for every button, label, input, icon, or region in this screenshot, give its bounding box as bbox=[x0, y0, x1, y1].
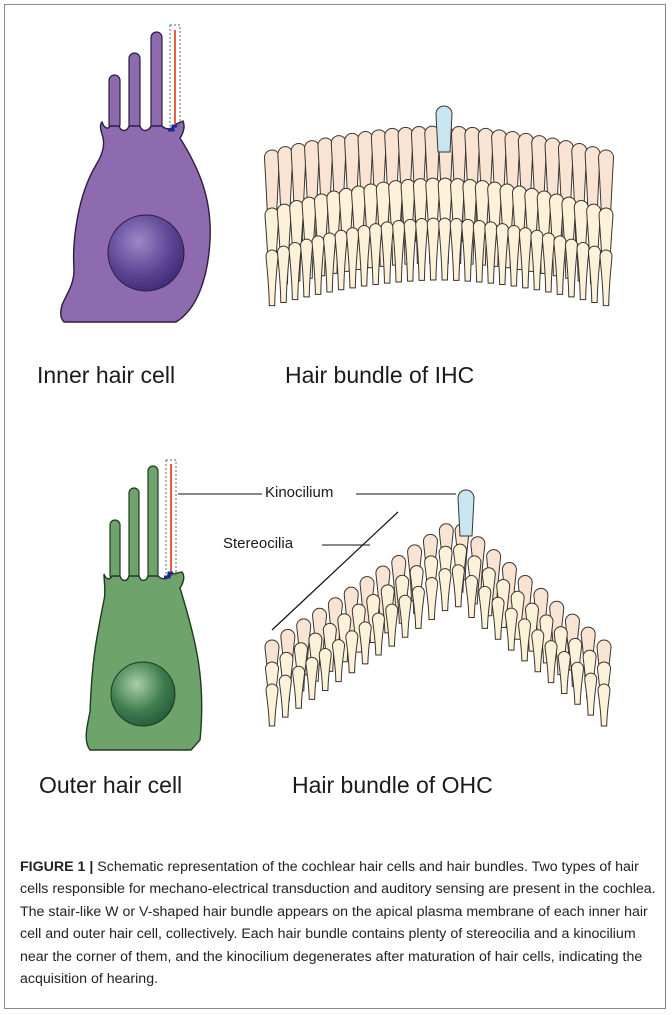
ohc-stereocilium bbox=[110, 520, 120, 580]
stereocilium bbox=[347, 228, 359, 288]
figure-caption: FIGURE 1 | Schematic representation of t… bbox=[20, 856, 660, 990]
ohc-hair-bundle-drawing bbox=[265, 490, 611, 726]
stereocilium bbox=[404, 219, 416, 281]
stereocilium bbox=[279, 675, 291, 717]
stereocilium bbox=[319, 649, 331, 691]
stereocilium bbox=[266, 684, 278, 726]
stereocilium bbox=[496, 224, 508, 285]
stereocilia-callout: Stereocilia bbox=[223, 535, 293, 552]
stereocilium bbox=[588, 246, 600, 302]
stereocilium bbox=[565, 239, 577, 297]
stereocilium bbox=[381, 222, 393, 283]
stereocilium bbox=[416, 219, 428, 281]
ihc-stereocilium bbox=[109, 75, 120, 130]
stereocilium bbox=[358, 226, 370, 286]
stereocilium bbox=[572, 662, 584, 704]
ohc-stereocilium bbox=[148, 466, 158, 580]
stereocilium bbox=[335, 230, 347, 290]
stereocilium bbox=[266, 250, 278, 306]
stereocilium bbox=[289, 242, 301, 299]
stereocilium bbox=[452, 565, 464, 607]
stereocilium bbox=[386, 604, 398, 646]
stereocilium bbox=[542, 233, 554, 292]
stereocilium bbox=[450, 219, 462, 281]
stereocilium bbox=[439, 218, 451, 280]
ihc-stereocilium bbox=[129, 53, 140, 130]
stereocilium bbox=[324, 233, 336, 292]
stereocilium bbox=[359, 622, 371, 664]
stereocilium bbox=[312, 236, 324, 294]
stereocilium bbox=[532, 630, 544, 672]
stereocilium bbox=[278, 246, 290, 302]
stereocilium bbox=[372, 613, 384, 655]
stereocilium bbox=[466, 576, 478, 618]
ihc-stereocilium bbox=[151, 32, 162, 130]
stereocilium bbox=[485, 222, 497, 283]
kinocilium-callout: Kinocilium bbox=[265, 484, 333, 501]
stereocilium bbox=[473, 220, 485, 282]
outer-hair-cell-drawing bbox=[86, 460, 202, 750]
stereocilium bbox=[306, 657, 318, 699]
ohc-stereocilium bbox=[129, 488, 139, 580]
caption-text: Schematic representation of the cochlear… bbox=[20, 859, 656, 987]
stereocilium bbox=[577, 242, 589, 299]
ihc-nucleus bbox=[108, 215, 184, 291]
stereocilium bbox=[558, 651, 570, 693]
stereocilium bbox=[545, 641, 557, 683]
stereocilium bbox=[531, 230, 543, 290]
ihc-bundle-label: Hair bundle of IHC bbox=[285, 362, 474, 389]
ohc-nucleus bbox=[111, 662, 175, 726]
ohc-bundle-label: Hair bundle of OHC bbox=[292, 772, 493, 799]
ihc-kinocilium bbox=[436, 106, 452, 152]
stereocilium bbox=[399, 595, 411, 637]
ihc-cell-label: Inner hair cell bbox=[37, 362, 175, 389]
stereocilium bbox=[600, 250, 612, 306]
stereocilium bbox=[293, 666, 305, 708]
stereocilium bbox=[439, 569, 451, 611]
stereocilium bbox=[519, 619, 531, 661]
ihc-hair-bundle-drawing bbox=[265, 106, 614, 306]
stereocilium bbox=[505, 608, 517, 650]
figure-label: FIGURE 1 | bbox=[20, 859, 93, 875]
stereocilium bbox=[412, 586, 424, 628]
stereocilium bbox=[598, 684, 610, 726]
stereocilium bbox=[346, 631, 358, 673]
stereocilium bbox=[427, 218, 439, 280]
stereocilium bbox=[585, 673, 597, 715]
stereocilium bbox=[462, 219, 474, 281]
stereocilium bbox=[492, 597, 504, 639]
stereocilium bbox=[370, 224, 382, 285]
stereocilium bbox=[554, 236, 566, 294]
stereocilium bbox=[393, 220, 405, 282]
stereocilium bbox=[479, 586, 491, 628]
stereocilium bbox=[508, 226, 520, 286]
stereocilium bbox=[333, 640, 345, 682]
stereocilium bbox=[426, 578, 438, 620]
ohc-kinocilium bbox=[458, 490, 474, 536]
ohc-cell-label: Outer hair cell bbox=[39, 772, 182, 799]
stereocilium bbox=[519, 228, 531, 288]
stereocilium bbox=[301, 239, 313, 297]
inner-hair-cell-drawing bbox=[61, 25, 211, 322]
